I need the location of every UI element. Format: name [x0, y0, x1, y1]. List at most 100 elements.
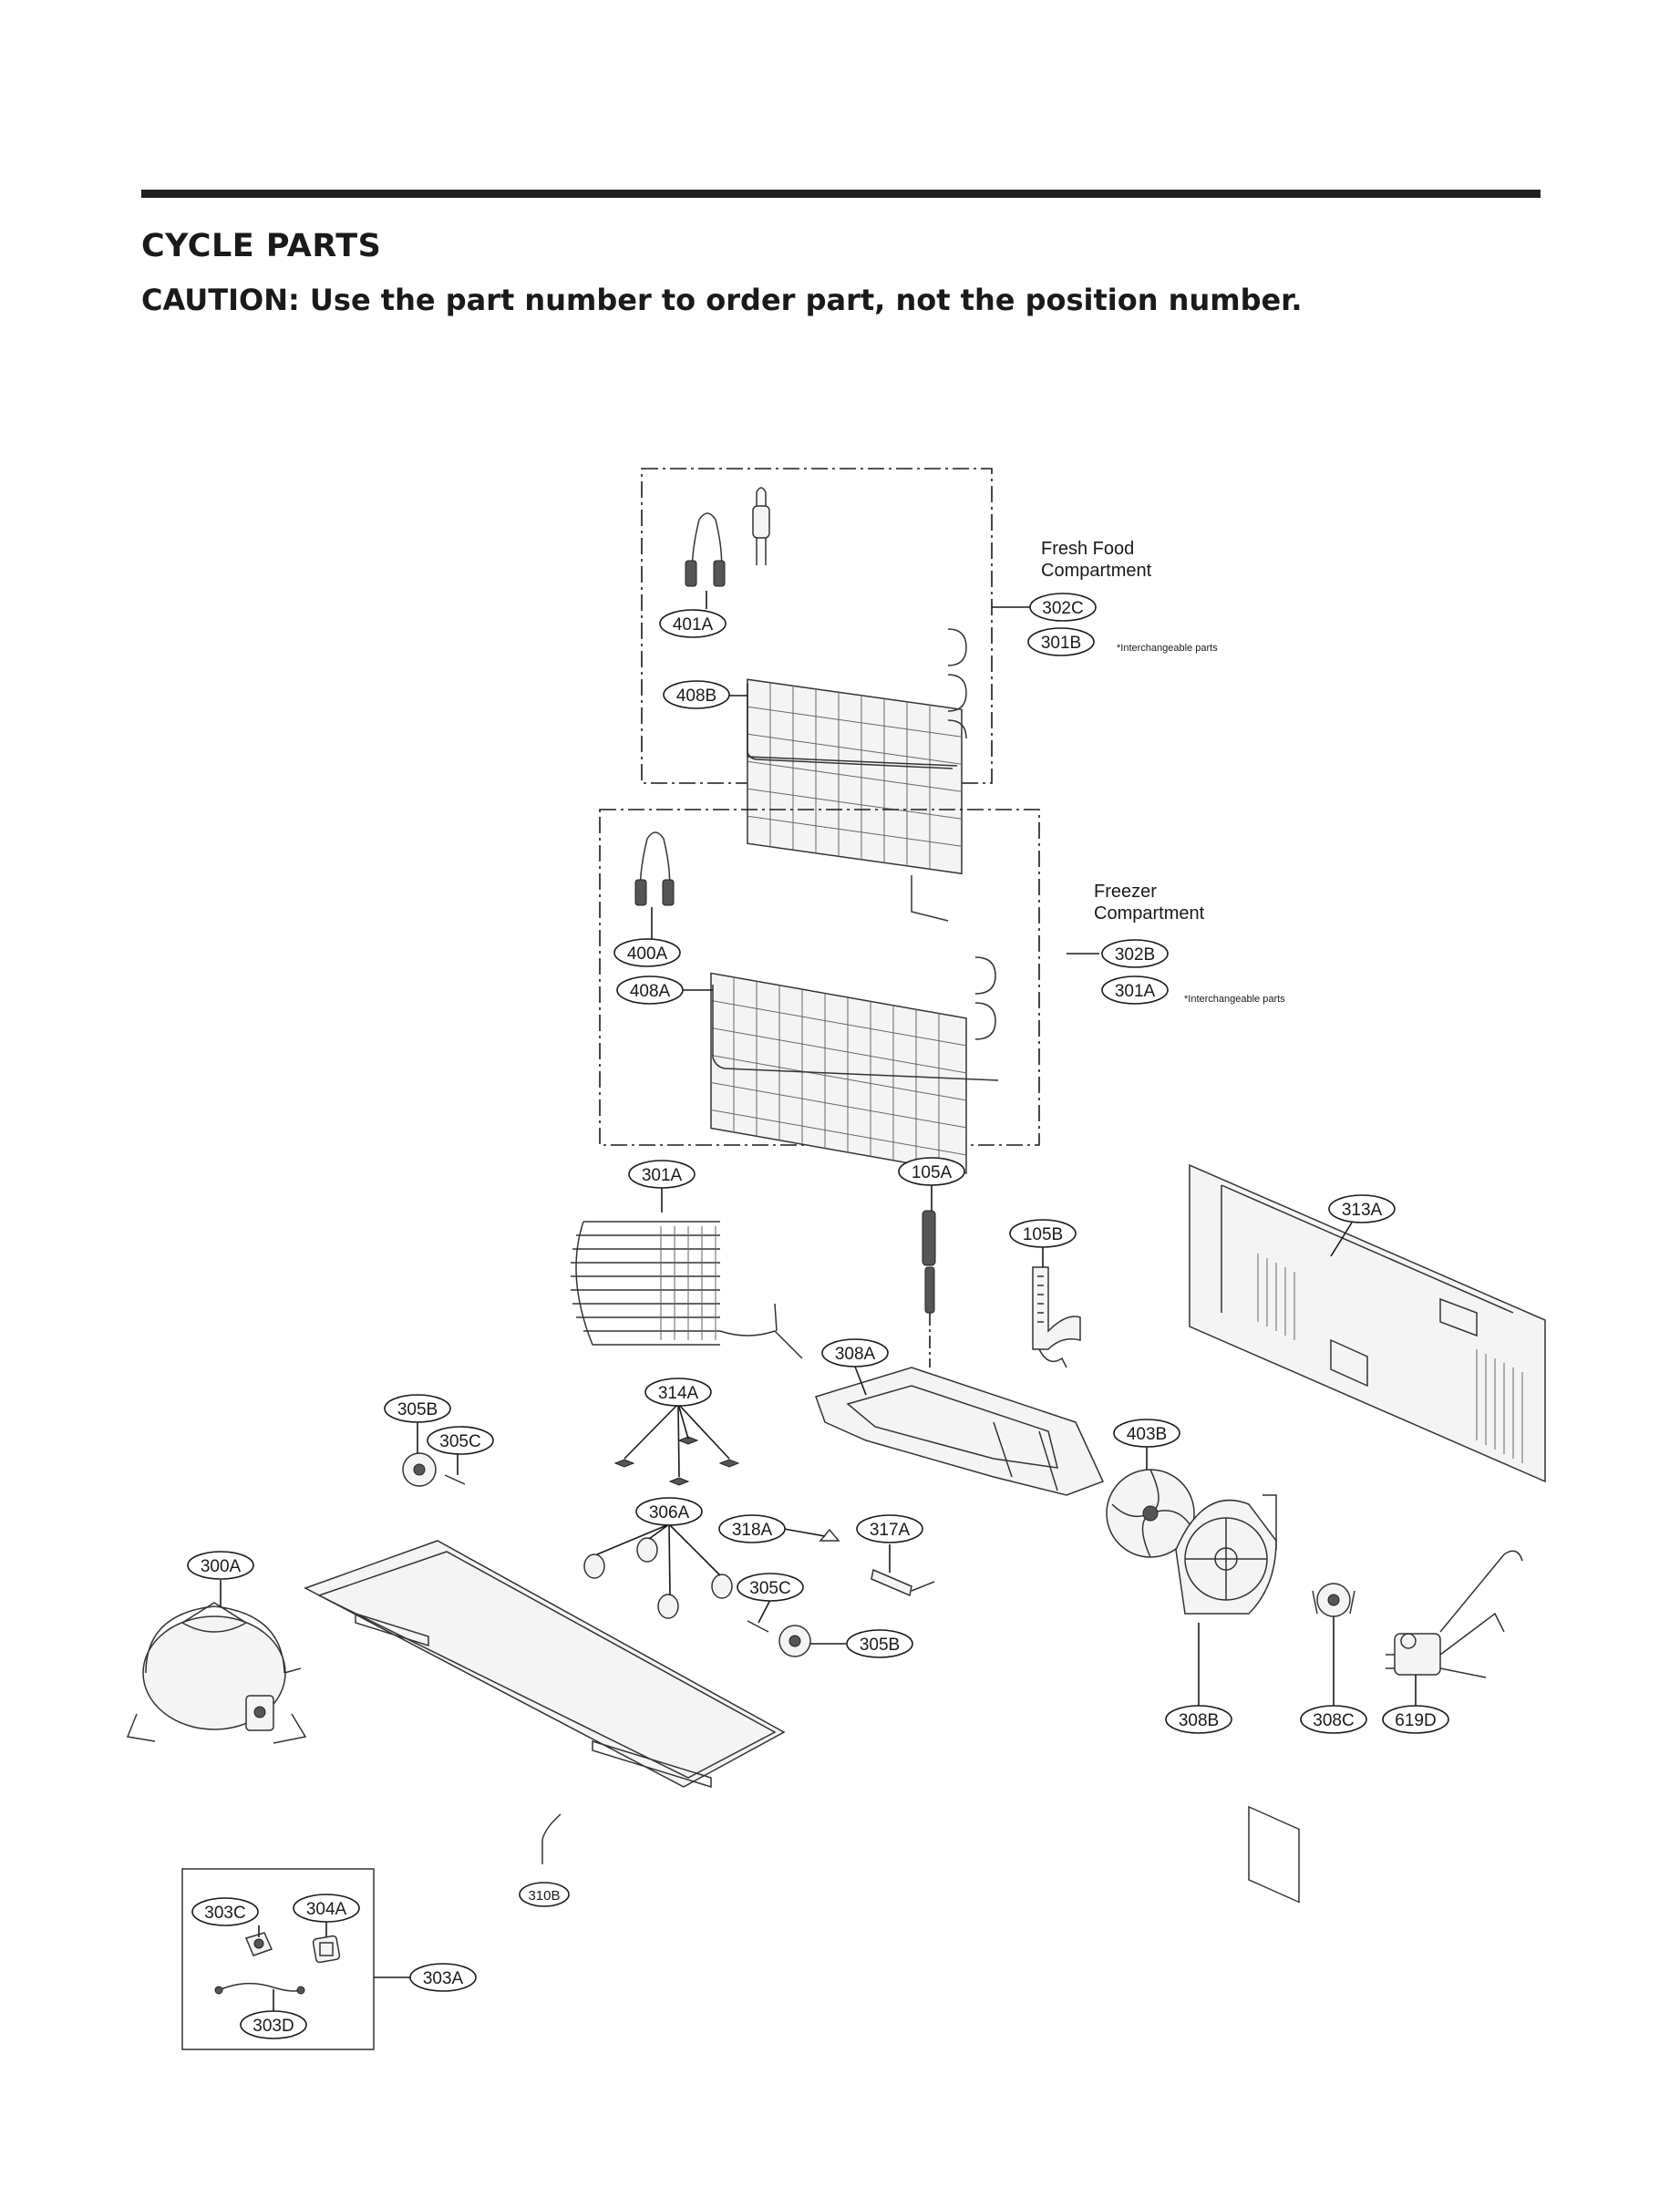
svg-text:301A: 301A [1115, 982, 1156, 1001]
clip-318A [819, 1528, 840, 1542]
freezer-note: *Interchangeable parts [1184, 994, 1285, 1005]
drain-pan [815, 1367, 1105, 1496]
compressor [126, 1602, 307, 1744]
callout-308C: 308C [1300, 1705, 1367, 1734]
svg-text:303C: 303C [204, 1904, 245, 1923]
fresh-food-label-line1: Fresh Food [1041, 539, 1134, 559]
condenser-fan-403B [1106, 1469, 1195, 1558]
svg-text:302B: 302B [1115, 945, 1155, 965]
svg-text:318A: 318A [732, 1521, 773, 1540]
svg-text:105B: 105B [1023, 1225, 1063, 1244]
svg-text:305C: 305C [749, 1579, 790, 1598]
callout-619D: 619D [1382, 1705, 1449, 1734]
svg-text:303D: 303D [253, 2017, 294, 2036]
callout-408B: 408B [663, 680, 730, 709]
svg-text:300A: 300A [201, 1557, 242, 1576]
callout-314A: 314A [644, 1378, 712, 1407]
callout-306A: 306A [635, 1497, 703, 1526]
svg-text:305C: 305C [439, 1432, 480, 1451]
defrost-heater-400A [634, 831, 675, 906]
back-cover [1189, 1163, 1546, 1904]
callout-302B: 302B [1101, 939, 1169, 968]
drain-hose-105B [1032, 1266, 1081, 1368]
callout-313A: 313A [1328, 1194, 1396, 1223]
drain-hose-105A [922, 1210, 936, 1368]
callout-305C-left: 305C [427, 1426, 494, 1455]
svg-text:302C: 302C [1042, 599, 1083, 618]
freezer-label-line1: Freezer [1094, 882, 1157, 902]
svg-text:403B: 403B [1127, 1425, 1167, 1444]
fan-motor-308C [1312, 1583, 1355, 1617]
callout-400A: 400A [613, 938, 681, 967]
rubber-grommets-314A [613, 1436, 740, 1486]
callout-303D: 303D [240, 2010, 307, 2039]
water-valve-619D [1386, 1550, 1523, 1678]
leader-lines [220, 591, 1417, 2011]
defrost-heater-401A [685, 512, 726, 587]
relay-303C [244, 1932, 273, 1956]
callout-301B: 301B [1027, 627, 1095, 656]
pipe-317A [871, 1568, 935, 1597]
callout-301A-freezer: 301A [1101, 975, 1169, 1005]
fresh-food-note: *Interchangeable parts [1117, 643, 1218, 654]
svg-text:301A: 301A [642, 1166, 683, 1185]
svg-text:305B: 305B [397, 1400, 438, 1419]
callout-401A: 401A [659, 609, 727, 638]
callout-302C: 302C [1029, 593, 1097, 622]
callout-308A: 308A [821, 1338, 889, 1368]
fan-shroud-308B [1175, 1494, 1277, 1615]
svg-text:303A: 303A [423, 1969, 464, 1988]
callout-304A: 304A [293, 1894, 360, 1923]
callout-403B: 403B [1113, 1419, 1180, 1448]
wire-harness-303D [214, 1982, 305, 1995]
fresh-food-group-box [641, 468, 993, 784]
callout-318A: 318A [718, 1514, 786, 1543]
callout-310B: 310B [519, 1882, 570, 1907]
freezer-evaporator [710, 875, 996, 1174]
pin-305C [747, 1620, 769, 1633]
svg-text:401A: 401A [673, 615, 714, 635]
svg-text:619D: 619D [1395, 1711, 1436, 1730]
callout-300A: 300A [187, 1551, 254, 1580]
svg-text:317A: 317A [870, 1521, 911, 1540]
callout-308B: 308B [1165, 1705, 1232, 1734]
machine-base-plate [304, 1540, 786, 1789]
svg-text:408B: 408B [676, 686, 716, 706]
callout-408A: 408A [616, 975, 684, 1005]
svg-text:310B: 310B [528, 1888, 560, 1904]
vibration-damper-left-305B [402, 1452, 437, 1487]
svg-text:304A: 304A [306, 1900, 347, 1919]
callout-305C: 305C [737, 1573, 804, 1602]
svg-text:400A: 400A [627, 944, 668, 964]
svg-text:314A: 314A [658, 1384, 699, 1403]
svg-text:313A: 313A [1342, 1201, 1383, 1220]
callout-305B: 305B [846, 1629, 913, 1658]
svg-text:305B: 305B [860, 1636, 900, 1655]
svg-text:408A: 408A [630, 982, 671, 1001]
fresh-food-label-line2: Compartment [1041, 561, 1152, 581]
svg-text:301B: 301B [1041, 634, 1081, 653]
heater-408B [747, 684, 953, 769]
callout-317A: 317A [856, 1514, 923, 1543]
svg-text:308C: 308C [1313, 1711, 1354, 1730]
vibration-damper-305B [778, 1625, 811, 1657]
tube-310B [541, 1813, 562, 1864]
header-rule [141, 190, 1541, 198]
fresh-food-evaporator [747, 487, 967, 875]
condenser-coil [571, 1221, 803, 1359]
pin-left-305C [444, 1474, 466, 1485]
caution-note: CAUTION: Use the part number to order pa… [141, 283, 1303, 317]
electric-kit-box [181, 1868, 375, 2050]
callout-105B: 105B [1009, 1219, 1077, 1248]
overload-protector-304A [312, 1935, 341, 1964]
page-title: CYCLE PARTS [141, 228, 382, 264]
svg-text:308B: 308B [1179, 1711, 1219, 1730]
callout-303A: 303A [409, 1963, 477, 1992]
callout-303C: 303C [191, 1897, 259, 1926]
callout-305B-left: 305B [384, 1394, 451, 1423]
dampers-306A [583, 1537, 733, 1619]
heater-408A [712, 985, 999, 1081]
svg-text:105A: 105A [912, 1163, 953, 1182]
callout-301A: 301A [628, 1160, 696, 1189]
